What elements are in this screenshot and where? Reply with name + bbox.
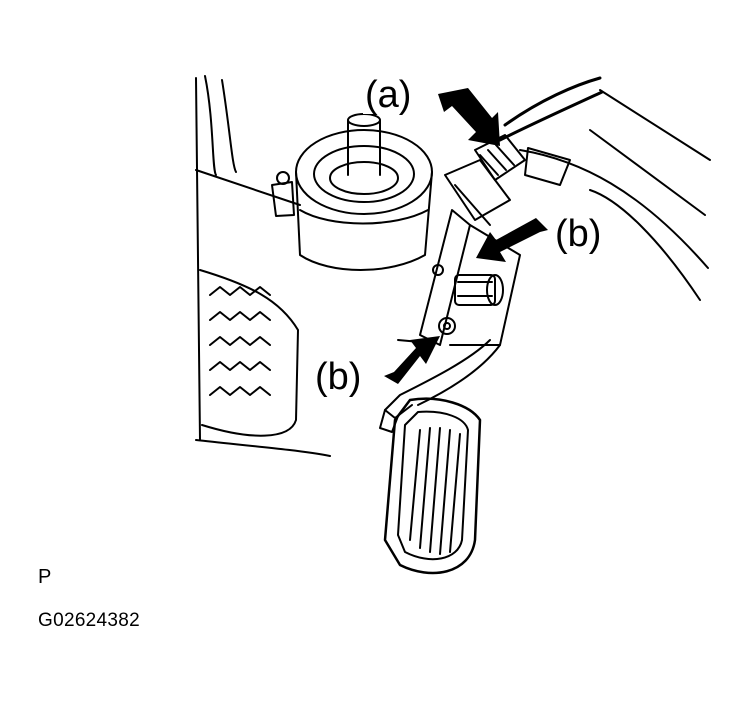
figure-id: G02624382 — [38, 610, 141, 631]
pedal-bracket — [397, 209, 521, 346]
arrow-icon — [438, 88, 500, 146]
panel-outline — [195, 75, 711, 457]
callout-label-b-lower: (b) — [313, 356, 364, 398]
page-code: P — [38, 566, 52, 588]
arrow-icon — [476, 218, 548, 262]
column-boot — [271, 113, 433, 271]
pedal-arm — [379, 339, 501, 433]
arrow-icon — [384, 336, 440, 384]
callout-label-b-upper: (b) — [553, 213, 604, 255]
callout-label-a: (a) — [363, 74, 414, 116]
floor-mat — [199, 269, 299, 437]
arrow-icon — [384, 88, 548, 384]
pedal-pad — [383, 397, 482, 575]
